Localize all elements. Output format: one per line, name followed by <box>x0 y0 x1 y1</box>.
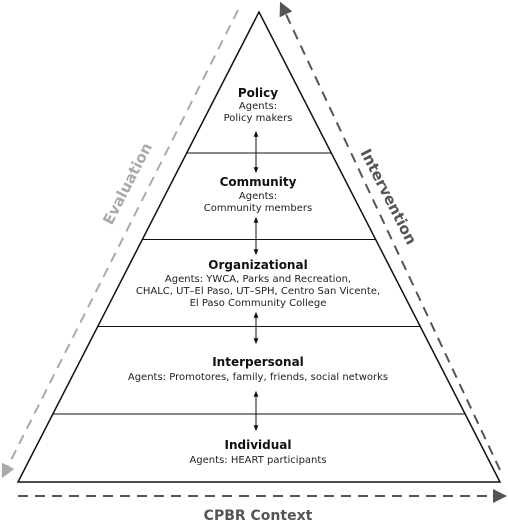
level-individual-line-1: Agents: HEART participants <box>189 455 326 466</box>
level-organizational-line-1: Agents: YWCA, Parks and Recreation, <box>165 274 351 285</box>
level-interpersonal-title: Interpersonal <box>212 355 304 369</box>
level-community-line-2: Community members <box>204 203 313 214</box>
evaluation-arrow <box>1 9 239 479</box>
level-organizational-line-3: El Paso Community College <box>190 298 327 309</box>
level-community-title: Community <box>220 175 297 189</box>
level-policy-line-2: Policy makers <box>224 113 293 124</box>
level-community-line-1: Agents: <box>239 191 277 202</box>
context-label: CPBR Context <box>204 508 313 524</box>
level-interpersonal-line-1: Agents: Promotores, family, friends, soc… <box>128 372 388 383</box>
level-policy-title: Policy <box>238 86 278 100</box>
level-organizational-title: Organizational <box>208 258 307 272</box>
evaluation-label: Evaluation <box>99 140 156 228</box>
pyramid-outline <box>16 10 502 483</box>
level-policy-line-1: Agents: <box>239 101 277 112</box>
level-individual-title: Individual <box>225 438 292 452</box>
intervention-arrow <box>279 1 501 471</box>
level-organizational-line-2: CHALC, UT–El Paso, UT–SPH, Centro San Vi… <box>136 286 380 297</box>
